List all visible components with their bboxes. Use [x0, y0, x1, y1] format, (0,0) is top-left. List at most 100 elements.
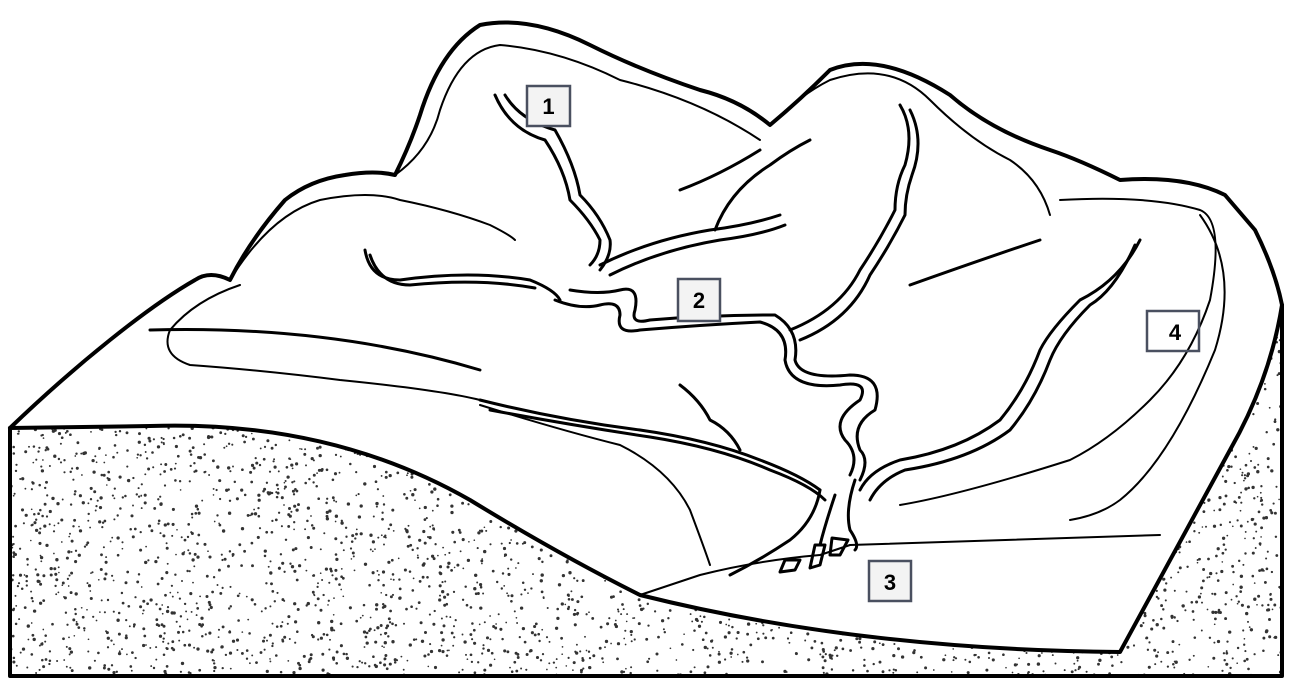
soil-dot: [191, 517, 193, 519]
soil-dot: [624, 630, 626, 632]
soil-dot: [481, 652, 483, 654]
soil-dot: [40, 466, 42, 468]
soil-dot: [555, 627, 558, 630]
soil-dot: [58, 432, 61, 435]
soil-dot: [276, 484, 279, 487]
soil-dot: [692, 546, 695, 549]
soil-dot: [1199, 558, 1201, 560]
soil-dot: [904, 364, 906, 366]
soil-dot: [29, 307, 32, 310]
soil-dot: [1009, 354, 1012, 357]
soil-dot: [884, 415, 887, 418]
soil-dot: [636, 548, 639, 551]
soil-dot: [616, 407, 618, 409]
soil-dot: [42, 642, 44, 644]
soil-dot: [765, 365, 767, 367]
soil-dot: [92, 470, 95, 473]
soil-dot: [644, 338, 647, 341]
soil-dot: [1193, 412, 1195, 414]
soil-dot: [77, 345, 79, 347]
soil-dot: [1141, 458, 1143, 460]
soil-dot: [749, 602, 752, 605]
soil-dot: [607, 574, 609, 576]
soil-dot: [363, 604, 366, 607]
soil-dot: [434, 443, 437, 446]
soil-dot: [482, 324, 485, 327]
soil-dot: [31, 329, 34, 332]
soil-dot: [788, 467, 790, 469]
soil-dot: [407, 375, 409, 377]
soil-dot: [554, 499, 556, 501]
soil-dot: [456, 323, 458, 325]
soil-dot: [990, 501, 993, 504]
soil-dot: [269, 325, 272, 328]
soil-dot: [226, 363, 229, 366]
soil-dot: [926, 480, 928, 482]
soil-dot: [752, 390, 755, 393]
soil-dot: [819, 387, 822, 390]
soil-dot: [470, 606, 473, 609]
soil-dot: [449, 462, 451, 464]
soil-dot: [207, 550, 209, 552]
soil-dot: [326, 511, 329, 514]
soil-dot: [482, 647, 484, 649]
soil-dot: [18, 430, 20, 432]
soil-dot: [433, 487, 436, 490]
soil-dot: [781, 476, 783, 478]
soil-dot: [558, 317, 561, 320]
soil-dot: [843, 454, 845, 456]
soil-dot: [1260, 492, 1262, 494]
soil-dot: [198, 332, 200, 334]
soil-dot: [969, 661, 972, 664]
soil-dot: [551, 508, 554, 511]
soil-dot: [1035, 343, 1037, 345]
soil-dot: [329, 639, 331, 641]
soil-dot: [401, 331, 403, 333]
soil-dot: [977, 656, 980, 659]
soil-dot: [718, 651, 720, 653]
soil-dot: [1114, 329, 1117, 332]
soil-dot: [394, 661, 397, 664]
soil-dot: [1081, 360, 1084, 363]
soil-dot: [657, 398, 659, 400]
soil-dot: [546, 636, 548, 638]
soil-dot: [996, 396, 998, 398]
soil-dot: [222, 667, 224, 669]
soil-dot: [900, 547, 903, 550]
soil-dot: [687, 568, 689, 570]
soil-dot: [730, 656, 732, 658]
soil-dot: [988, 496, 990, 498]
soil-dot: [411, 493, 414, 496]
soil-dot: [174, 468, 176, 470]
soil-dot: [542, 502, 544, 504]
soil-dot: [1000, 467, 1002, 469]
soil-dot: [132, 505, 134, 507]
soil-dot: [201, 635, 204, 638]
soil-dot: [471, 661, 473, 663]
soil-dot: [797, 334, 800, 337]
soil-dot: [372, 655, 375, 658]
soil-dot: [443, 480, 446, 483]
soil-dot: [753, 372, 756, 375]
soil-dot: [419, 316, 422, 319]
soil-dot: [614, 577, 617, 580]
soil-dot: [462, 669, 464, 671]
soil-dot: [445, 443, 448, 446]
soil-dot: [1013, 500, 1015, 502]
soil-dot: [940, 403, 942, 405]
soil-dot: [806, 502, 809, 505]
soil-dot: [1172, 447, 1174, 449]
soil-dot: [67, 412, 69, 414]
soil-dot: [638, 450, 641, 453]
soil-dot: [345, 653, 348, 656]
soil-dot: [819, 469, 821, 471]
soil-dot: [483, 669, 486, 672]
soil-dot: [766, 570, 769, 573]
soil-dot: [641, 524, 643, 526]
soil-dot: [575, 365, 577, 367]
soil-dot: [728, 618, 730, 620]
soil-dot: [578, 437, 580, 439]
soil-dot: [1273, 604, 1276, 607]
soil-dot: [848, 619, 851, 622]
soil-dot: [1106, 484, 1109, 487]
